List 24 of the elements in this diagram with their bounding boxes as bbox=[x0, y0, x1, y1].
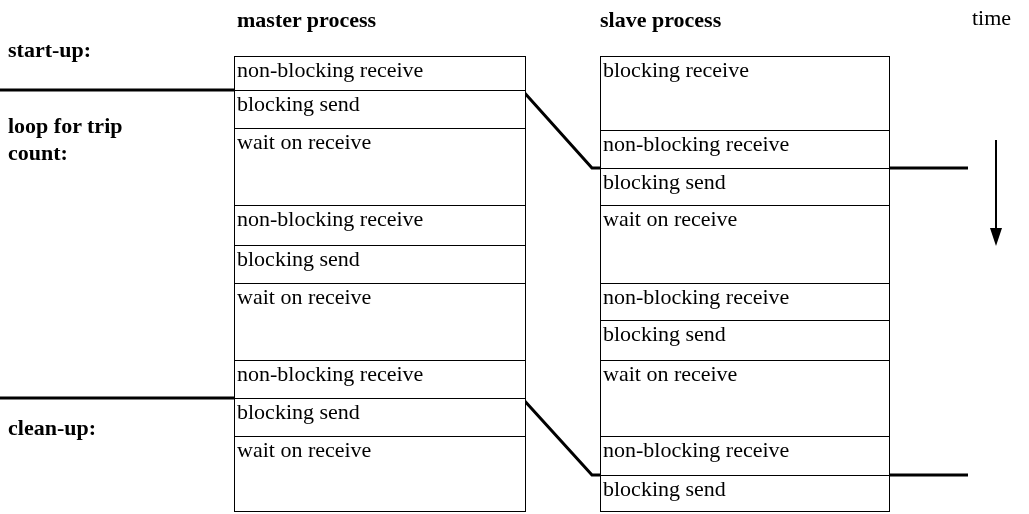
process-step-box: blocking send bbox=[234, 398, 526, 437]
process-step-box: blocking send bbox=[600, 475, 890, 512]
process-step-box: wait on receive bbox=[234, 436, 526, 512]
process-step-box: blocking send bbox=[234, 245, 526, 284]
process-step-box: wait on receive bbox=[600, 360, 890, 437]
process-step-box: non-blocking receive bbox=[600, 436, 890, 476]
process-step-box: non-blocking receive bbox=[234, 360, 526, 399]
process-step-box: blocking send bbox=[234, 90, 526, 129]
process-step-box: wait on receive bbox=[600, 205, 890, 284]
process-step-box: wait on receive bbox=[234, 128, 526, 206]
phase-label: start-up: bbox=[8, 36, 93, 63]
process-step-box: non-blocking receive bbox=[600, 283, 890, 321]
process-step-box: non-blocking receive bbox=[234, 205, 526, 246]
phase-label: loop for trip count: bbox=[8, 112, 124, 166]
process-step-box: blocking receive bbox=[600, 56, 890, 131]
process-step-box: non-blocking receive bbox=[234, 56, 526, 91]
column-heading: slave process bbox=[600, 6, 723, 33]
process-step-box: blocking send bbox=[600, 320, 890, 361]
phase-label: clean-up: bbox=[8, 414, 97, 441]
process-step-box: non-blocking receive bbox=[600, 130, 890, 169]
column-heading: master process bbox=[237, 6, 378, 33]
process-step-box: wait on receive bbox=[234, 283, 526, 361]
axis-label: time bbox=[972, 4, 1013, 31]
process-step-box: blocking send bbox=[600, 168, 890, 206]
